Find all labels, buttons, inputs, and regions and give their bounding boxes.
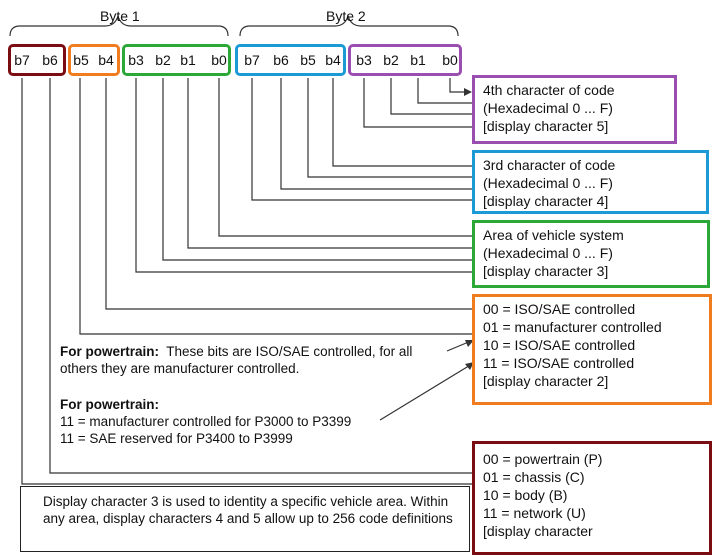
bit-label: b4 [98,52,114,68]
box-line: [display character 5] [483,118,609,134]
byte1-brace [9,13,229,37]
wire-b1-b1 [187,78,472,249]
wire-b2-b3 [363,78,472,128]
box-line: (Hexadecimal 0 ... F) [483,100,613,116]
wire-b2-b4 [332,78,472,167]
wire-b2-b7 [251,78,472,201]
box-line: (Hexadecimal 0 ... F) [483,175,613,191]
byte2-label: Byte 2 [326,8,366,24]
note2-pointer [379,363,473,421]
group-b3-b0 [122,44,231,76]
bit-label: b7 [244,52,260,68]
char3-box: 3rd character of code (Hexadecimal 0 ...… [472,150,709,214]
bit-label: b5 [300,52,316,68]
bit-label: b4 [325,52,341,68]
wire-b1-b4 [105,78,472,310]
byte1-label: Byte 1 [100,8,140,24]
byte2-brace [239,13,459,37]
bit-label: b6 [42,52,58,68]
box-line: 11 = ISO/SAE controlled [483,355,635,371]
wire-b2-b6 [280,78,472,190]
wire-b1-b3 [135,78,472,273]
box-line: 11 = network (U) [483,505,586,521]
box-line: (Hexadecimal 0 ... F) [483,245,613,261]
wire-b1-b7 [21,78,472,485]
bit-label: b0 [442,52,458,68]
wire-b1-b0 [218,78,472,237]
group-b7-b6 [8,44,66,76]
bit-label: b3 [356,52,372,68]
box-line: 00 = ISO/SAE controlled [483,301,636,317]
info-box: Display character 3 is used to identity … [20,486,470,552]
note-heading: For powertrain: [60,397,160,412]
note-heading: For powertrain: [60,344,160,359]
bit-label: b1 [410,52,426,68]
wire-b2-b1 [417,78,472,104]
box-line: [display character 2] [483,373,609,389]
wire-b1-b2 [162,78,472,261]
bit-label: b2 [155,52,171,68]
box-line: 01 = manufacturer controlled [483,319,662,335]
box-line: 10 = body (B) [483,487,568,503]
group-byte2-high [235,44,346,76]
bit-label: b2 [383,52,399,68]
bit-label: b6 [273,52,289,68]
wire-b2-b0 [449,78,466,93]
box-line: 10 = ISO/SAE controlled [483,337,636,353]
char4-box: 4th character of code (Hexadecimal 0 ...… [472,75,677,144]
bit-label: b0 [211,52,227,68]
box-line: 4th character of code [483,82,615,98]
bit-label: b5 [73,52,89,68]
box-line: 00 = powertrain (P) [483,451,603,467]
bit-label: b7 [14,52,30,68]
box-line: 3rd character of code [483,157,616,173]
note-powertrain-2: For powertrain: 11 = manufacturer contro… [60,396,351,447]
note-text: others they are manufacturer controlled. [60,361,300,376]
bit-label: b1 [180,52,196,68]
note-powertrain-1: For powertrain: These bits are ISO/SAE c… [60,343,412,377]
box-line: [display character [483,523,593,539]
note-text: 11 = SAE reserved for P3400 to P3999 [60,431,293,446]
wire-b2-b5 [307,78,472,178]
group-b5-b4 [68,44,120,76]
area-box: Area of vehicle system (Hexadecimal 0 ..… [472,220,710,288]
note-text: These bits are ISO/SAE controlled, for a… [159,344,413,359]
box-line: [display character 3] [483,263,609,279]
box-line: [display character 4] [483,193,609,209]
bit-label: b3 [128,52,144,68]
box-line: Area of vehicle system [483,227,624,243]
note-text: 11 = manufacturer controlled for P3000 t… [60,414,352,429]
wire-b1-b6 [49,78,472,474]
box-line: 01 = chassis (C) [483,469,585,485]
group-byte2-low [348,44,462,76]
control-box: 00 = ISO/SAE controlled 01 = manufacture… [472,294,712,405]
wire-b2-b2 [390,78,472,115]
system-box: 00 = powertrain (P) 01 = chassis (C) 10 … [472,441,712,555]
info-text: Display character 3 is used to identity … [43,494,453,526]
wire-b1-b5 [79,78,472,335]
